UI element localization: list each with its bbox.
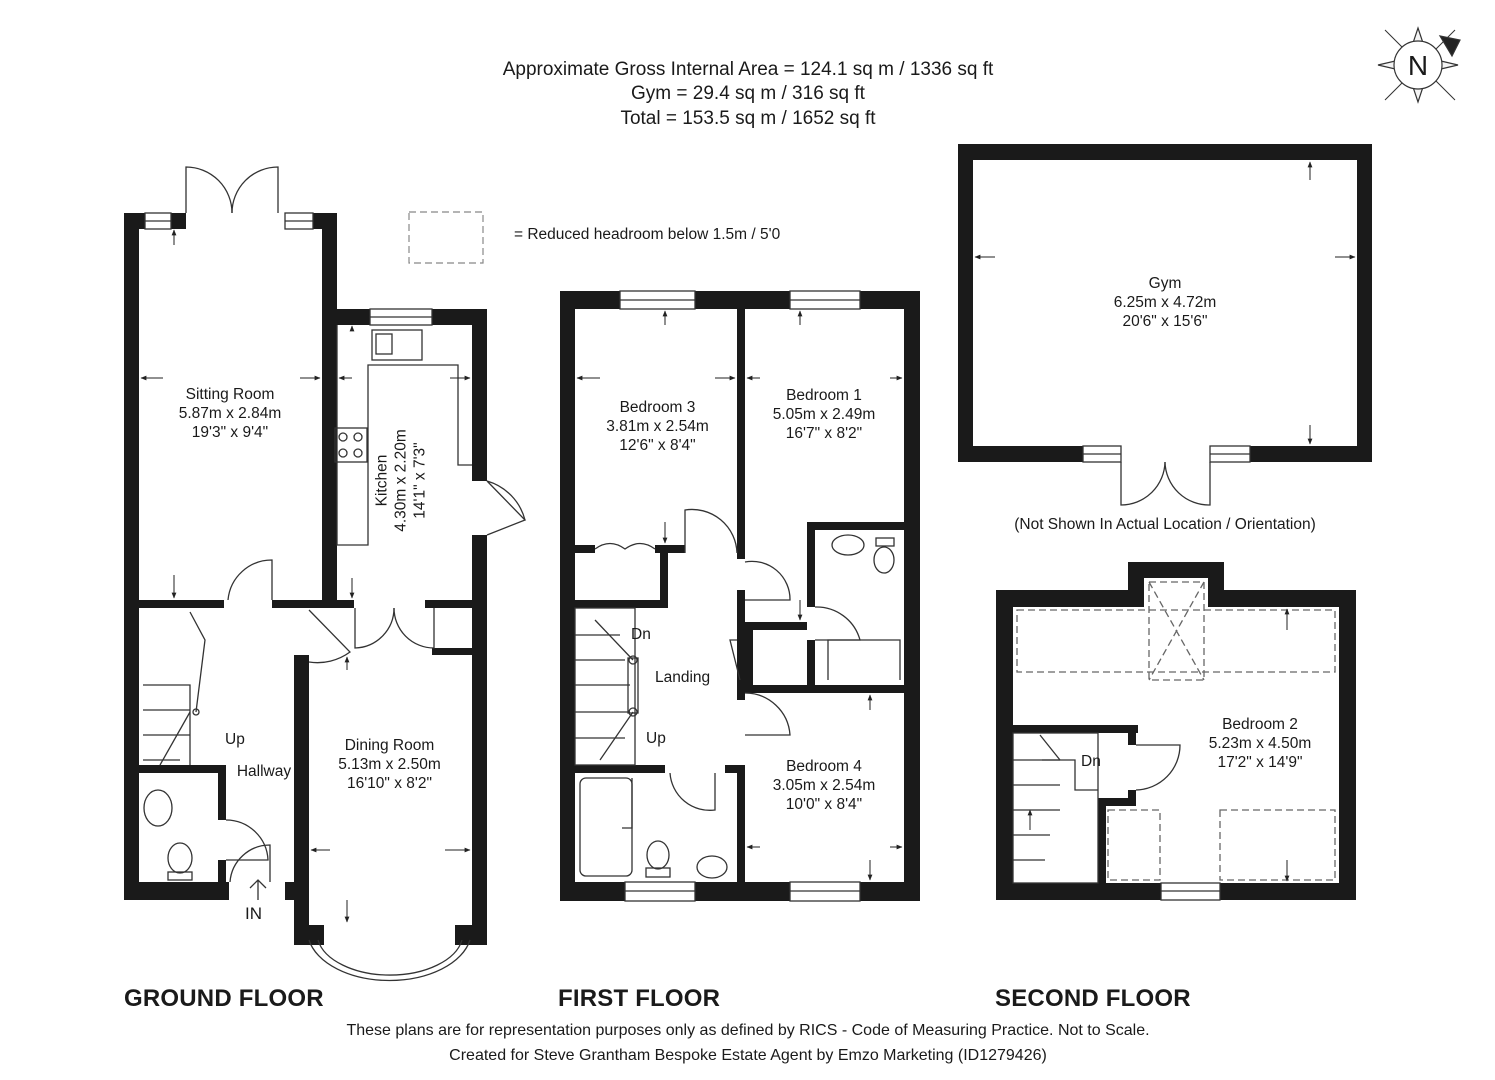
bedroom-2-label: Bedroom 2 5.23m x 4.50m 17'2" x 14'9" <box>1180 715 1340 772</box>
second-floor-details <box>1012 581 1336 901</box>
disclaimer-line-2: Created for Steve Grantham Bespoke Estat… <box>449 1047 1047 1064</box>
hallway-label: Hallway <box>236 763 292 780</box>
gym-metric: 6.25m x 4.72m <box>1113 294 1217 311</box>
bedroom-2-metric: 5.23m x 4.50m <box>1208 735 1312 752</box>
bedroom-1-metric: 5.05m x 2.49m <box>772 406 876 423</box>
kitchen-metric: 4.30m x 2.20m <box>392 429 410 532</box>
gym-details <box>1082 445 1251 506</box>
sitting-room-name: Sitting Room <box>185 386 275 403</box>
ground-floor-details <box>143 166 527 982</box>
dining-room-imperial: 16'10" x 8'2" <box>346 775 432 792</box>
area-summary-line-2: Gym = 29.4 sq m / 316 sq ft <box>631 83 865 104</box>
ground-floor-plan <box>124 213 487 945</box>
first-floor-title: FIRST FLOOR <box>558 985 721 1012</box>
gym-plan <box>958 144 1372 462</box>
ground-stairs-up-label: Up <box>225 731 245 748</box>
reduced-headroom-legend-swatch <box>408 211 484 264</box>
gym-label: Gym 6.25m x 4.72m 20'6" x 15'6" <box>1100 274 1230 331</box>
first-floor-details <box>574 290 901 902</box>
bedroom-4-imperial: 10'0" x 8'4" <box>785 796 863 813</box>
first-stairs-up-label: Up <box>646 730 666 747</box>
entrance-in-label: IN <box>245 904 262 923</box>
compass-north-label: N <box>1407 50 1429 81</box>
ground-floor-title: GROUND FLOOR <box>124 985 324 1012</box>
kitchen-label: Kitchen 4.30m x 2.20m 14'1" x 7'3" <box>373 406 430 556</box>
disclaimer-line-1: These plans are for representation purpo… <box>346 1022 1150 1039</box>
bedroom-3-label: Bedroom 3 3.81m x 2.54m 12'6" x 8'4" <box>580 398 735 455</box>
gym-name: Gym <box>1148 275 1182 292</box>
bedroom-2-imperial: 17'2" x 14'9" <box>1217 754 1303 771</box>
gym-dimension-arrows <box>974 161 1356 445</box>
first-floor-dimension-arrows <box>576 310 903 881</box>
dining-room-metric: 5.13m x 2.50m <box>338 756 441 773</box>
bedroom-4-label: Bedroom 4 3.05m x 2.54m 10'0" x 8'4" <box>748 757 900 814</box>
compass-rose <box>1377 26 1461 104</box>
bedroom-1-label: Bedroom 1 5.05m x 2.49m 16'7" x 8'2" <box>748 386 900 443</box>
gym-imperial: 20'6" x 15'6" <box>1122 313 1208 330</box>
bedroom-3-metric: 3.81m x 2.54m <box>606 418 709 435</box>
area-summary-line-3: Total = 153.5 sq m / 1652 sq ft <box>620 108 876 129</box>
bedroom-3-name: Bedroom 3 <box>619 399 696 416</box>
reduced-headroom-legend-text: = Reduced headroom below 1.5m / 5'0 <box>514 226 781 243</box>
sitting-room-imperial: 19'3" x 9'4" <box>191 424 269 441</box>
bedroom-1-imperial: 16'7" x 8'2" <box>785 425 863 442</box>
ground-floor-dimension-arrows <box>140 229 471 923</box>
bedroom-2-name: Bedroom 2 <box>1222 716 1298 733</box>
gym-location-note: (Not Shown In Actual Location / Orientat… <box>1014 516 1316 533</box>
kitchen-name: Kitchen <box>373 454 391 507</box>
bedroom-4-name: Bedroom 4 <box>786 758 862 775</box>
kitchen-imperial: 14'1" x 7'3" <box>411 442 429 519</box>
dining-room-label: Dining Room 5.13m x 2.50m 16'10" x 8'2" <box>312 736 467 793</box>
landing-label: Landing <box>655 669 711 686</box>
sitting-room-label: Sitting Room 5.87m x 2.84m 19'3" x 9'4" <box>140 385 320 442</box>
dining-room-name: Dining Room <box>344 737 435 754</box>
first-stairs-down-label: Dn <box>631 626 651 643</box>
first-floor-plan <box>560 291 920 901</box>
second-floor-dimension-arrows <box>1027 608 1290 882</box>
bedroom-4-metric: 3.05m x 2.54m <box>772 777 876 794</box>
second-floor-title: SECOND FLOOR <box>995 985 1191 1012</box>
second-stairs-down-label: Dn <box>1081 753 1101 770</box>
sitting-room-metric: 5.87m x 2.84m <box>178 405 282 422</box>
bedroom-1-name: Bedroom 1 <box>786 387 862 404</box>
second-floor-plan <box>996 562 1356 900</box>
bedroom-3-imperial: 12'6" x 8'4" <box>619 437 696 454</box>
area-summary-line-1: Approximate Gross Internal Area = 124.1 … <box>502 59 994 80</box>
